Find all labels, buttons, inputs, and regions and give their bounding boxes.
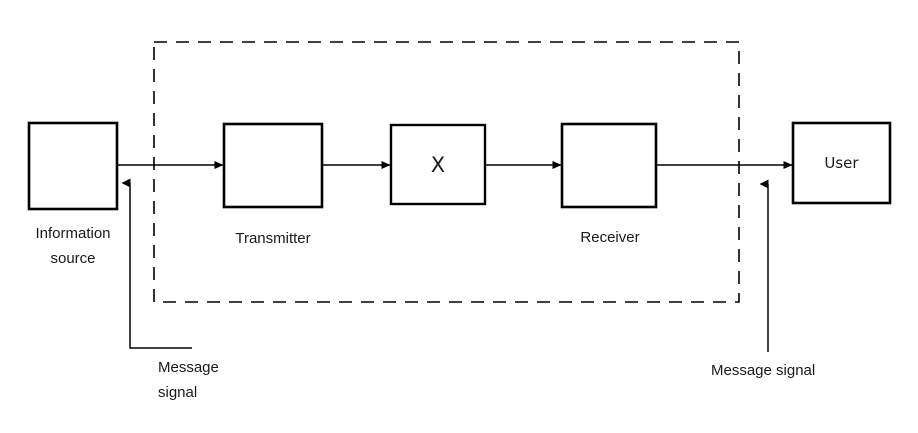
channel-box[interactable] (389, 123, 487, 206)
message-signal-right-label: Message signal (711, 362, 816, 379)
message-signal-left-label: Message signal (158, 359, 219, 401)
user-box[interactable] (791, 121, 892, 205)
transmitter-caption: Transmitter (235, 230, 311, 247)
channel-box-label: X (430, 153, 446, 177)
information-source-caption: Information source (35, 225, 111, 267)
system-boundary-dashed-rect (153, 41, 740, 303)
message-signal-left-leader (121, 178, 192, 349)
information-source-box[interactable] (27, 121, 119, 211)
receiver-caption: Receiver (580, 229, 640, 246)
user-box-label: User (824, 154, 859, 172)
receiver-box[interactable] (560, 122, 658, 209)
transmitter-box[interactable] (222, 122, 324, 209)
